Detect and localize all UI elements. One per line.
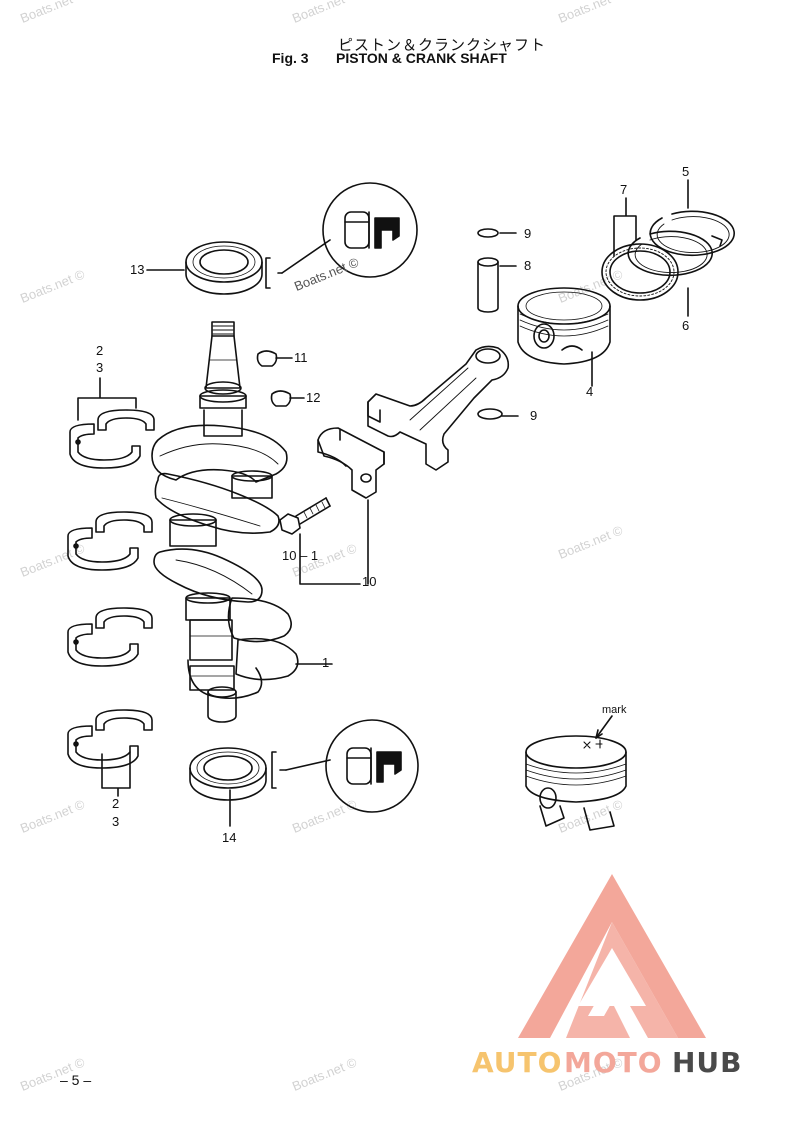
leader-2-3-bottom (101, 751, 131, 797)
con-rod-bolt (279, 497, 331, 535)
callout-10: 10 (362, 574, 377, 589)
logo-text-hub: HUB (672, 1046, 743, 1079)
oil-seal-lower (189, 747, 267, 801)
callout-4: 4 (586, 384, 594, 399)
leader-2-3-top (77, 377, 137, 421)
callout-5: 5 (682, 164, 690, 179)
woodruff-key-11 (256, 350, 278, 367)
callout-3-top: 3 (96, 360, 104, 375)
piston (517, 287, 611, 365)
oil-ring-7 (601, 243, 679, 301)
oil-seal-upper (185, 241, 263, 295)
circlip-upper (477, 228, 499, 238)
figure-label: Fig. 3 (272, 50, 309, 66)
piston-mark-detail (525, 735, 627, 831)
logo-text-auto: AUTO (472, 1046, 563, 1079)
callout-1: 1 (322, 655, 330, 670)
page-number: – 5 – (60, 1072, 92, 1088)
connecting-rod (367, 345, 510, 471)
callout-6: 6 (682, 318, 690, 333)
logo-text-moto: MOTO (564, 1046, 663, 1079)
callout-9-top: 9 (524, 226, 532, 241)
crankshaft (151, 321, 299, 723)
callout-2-top: 2 (96, 343, 104, 358)
main-bearing-3 (67, 607, 153, 667)
callout-2-bottom: 2 (112, 796, 120, 811)
woodruff-key-12 (270, 390, 292, 407)
logo-triangle-outer (518, 874, 706, 1038)
piston-ring-5 (649, 210, 735, 257)
callout-10-1: 10 – 1 (282, 548, 319, 563)
main-bearing-4 (67, 709, 153, 769)
callout-7: 7 (620, 182, 628, 197)
piston-ring-6 (627, 230, 713, 277)
callout-13: 13 (130, 262, 145, 277)
seal-detail-inset-bottom (325, 719, 419, 813)
callout-3-bottom: 3 (112, 814, 120, 829)
circlip-lower (477, 408, 503, 420)
figure-title: PISTON & CRANK SHAFT (336, 50, 507, 66)
leader-10 (299, 499, 369, 585)
leader-7 (613, 197, 637, 257)
leader-mark (595, 715, 613, 739)
seal-detail-inset-top (322, 182, 418, 278)
con-rod-cap (317, 427, 385, 499)
main-bearing-2 (67, 511, 153, 571)
callout-14: 14 (222, 830, 237, 845)
main-bearing-1 (69, 409, 155, 469)
mark-label: mark (602, 704, 627, 716)
callout-11: 11 (294, 350, 308, 365)
title-japanese: ピストン＆クランクシャフト (338, 37, 547, 54)
automotohub-logo (518, 874, 706, 1038)
callout-12: 12 (306, 390, 321, 405)
callout-8: 8 (524, 258, 532, 273)
piston-pin (477, 257, 499, 313)
callout-9-bottom: 9 (530, 408, 538, 423)
